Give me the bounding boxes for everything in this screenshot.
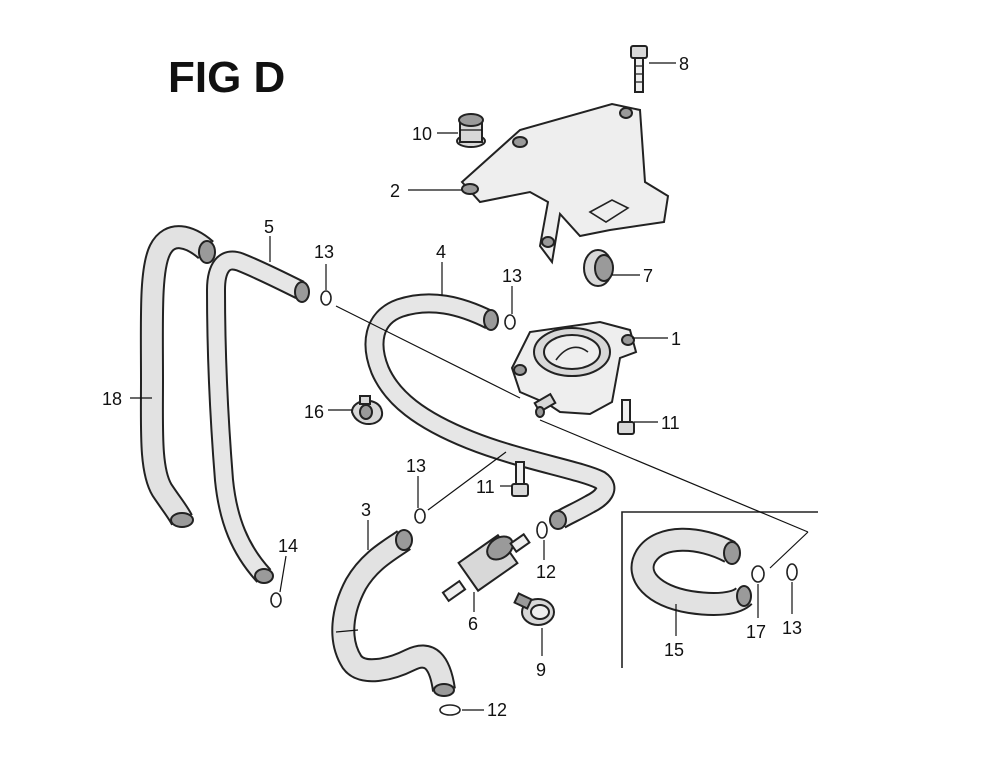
part-6-fuel-filter <box>441 532 531 603</box>
part-11-bolt-upper <box>617 399 635 435</box>
part-2-bracket <box>460 102 670 265</box>
callout-11-upper: 11 <box>661 413 680 433</box>
callout-18: 18 <box>102 389 122 409</box>
clip-12-middle <box>536 521 548 539</box>
callout-7: 7 <box>643 266 653 286</box>
part-15-hose <box>630 527 753 616</box>
callout-1: 1 <box>671 329 681 349</box>
clip-13-upper-left <box>320 290 332 306</box>
callout-6: 6 <box>468 614 478 634</box>
part-8-bolt <box>630 45 648 93</box>
callout-5: 5 <box>264 217 274 237</box>
callout-16: 16 <box>304 402 324 422</box>
callout-13-upper-middle: 13 <box>502 266 522 286</box>
clip-14 <box>270 592 282 608</box>
clip-17 <box>751 565 765 583</box>
part-4-hose <box>364 293 616 530</box>
part-11-bolt-lower <box>511 461 529 497</box>
callout-14: 14 <box>278 536 298 556</box>
part-10-grommet <box>456 113 486 148</box>
leader-lines <box>130 62 809 711</box>
callout-10: 10 <box>412 124 432 144</box>
callout-13-inset: 13 <box>782 618 802 638</box>
part-3-hose <box>331 529 456 697</box>
clip-13-upper-middle <box>504 314 516 330</box>
clip-13-inset <box>786 563 798 581</box>
part-7-grommet <box>583 249 614 287</box>
part-5-hose <box>206 250 310 584</box>
callout-12-middle: 12 <box>536 562 556 582</box>
part-1-fuel-valve <box>510 320 638 418</box>
inset-box <box>621 511 818 668</box>
clip-12-bottom <box>439 704 461 716</box>
part-9-clamp <box>513 592 555 626</box>
callout-12-bottom: 12 <box>487 700 507 720</box>
clip-13-lower-left <box>414 508 426 524</box>
callout-4: 4 <box>436 242 446 262</box>
callout-11-lower: 11 <box>476 477 495 497</box>
callout-17: 17 <box>746 622 766 642</box>
callout-2: 2 <box>390 181 400 201</box>
callouts: 8 10 2 7 1 11 4 5 18 16 13 13 13 11 12 3… <box>102 54 802 720</box>
figure-title: FIG D <box>168 53 285 102</box>
callout-9: 9 <box>536 660 546 680</box>
callout-8: 8 <box>679 54 689 74</box>
callout-3: 3 <box>361 500 371 520</box>
callout-15: 15 <box>664 640 684 660</box>
callout-13-lower-left: 13 <box>406 456 426 476</box>
callout-13-upper-left: 13 <box>314 242 334 262</box>
part-18-hose <box>139 225 216 528</box>
part-16-clamp <box>350 395 384 425</box>
